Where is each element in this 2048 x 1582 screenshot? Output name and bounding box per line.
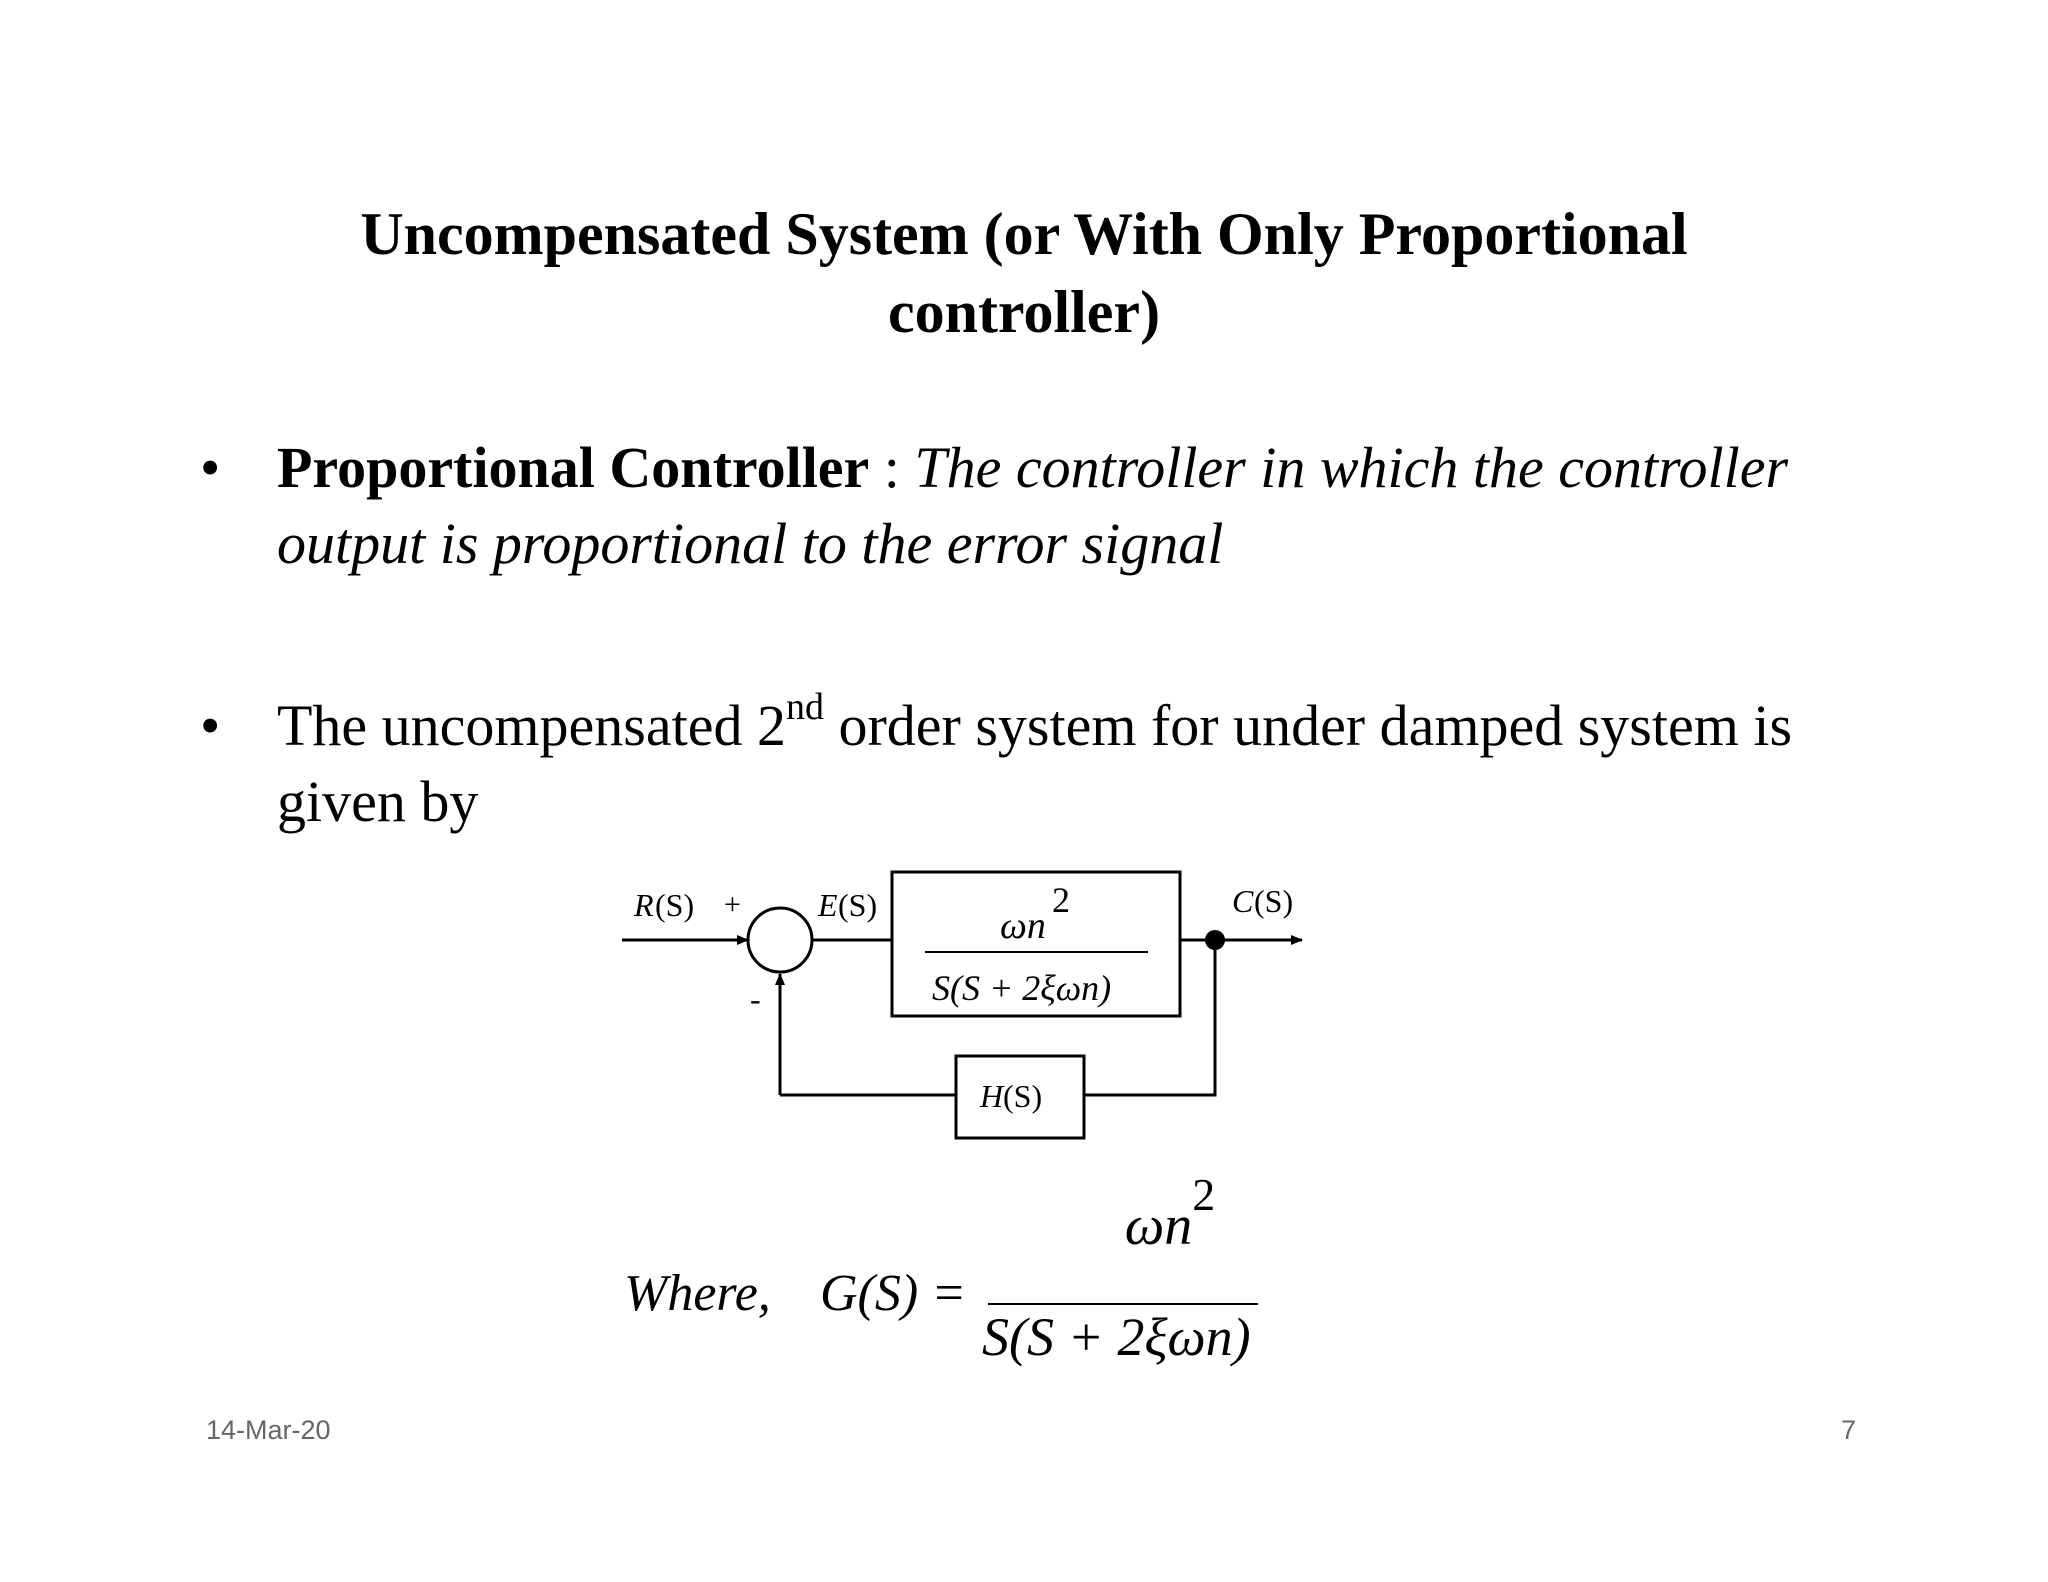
equation-numerator: ωn2 bbox=[1070, 1172, 1270, 1258]
where-label: Where, bbox=[624, 1265, 771, 1322]
equation-denominator: S(S + 2ξωn) bbox=[982, 1307, 1251, 1367]
bullet-definition: The controller in which the controller o… bbox=[277, 435, 1789, 576]
output-label-rest: (S) bbox=[1254, 883, 1293, 919]
equation-numerator-exponent: 2 bbox=[1192, 1169, 1216, 1221]
transfer-function-equation: Where, G(S) = ωn2 S(S + 2ξωn) bbox=[620, 1172, 1280, 1390]
feedback-block bbox=[954, 1054, 1086, 1140]
forward-numerator-exponent: 2 bbox=[1052, 880, 1070, 920]
feedback-label-rest: (S) bbox=[1003, 1078, 1042, 1114]
bullet-text-before: The uncompensated 2 bbox=[277, 693, 786, 758]
bullet-superscript: nd bbox=[785, 685, 824, 728]
feedback-return-line bbox=[1084, 940, 1217, 1097]
bullet-proportional-controller: • Proportional Controller : The controll… bbox=[200, 430, 1880, 582]
title-line-2: controller) bbox=[887, 279, 1161, 345]
bullet-dot: • bbox=[200, 693, 221, 758]
bullet-separator: : bbox=[869, 435, 915, 500]
equation-numerator-text: ωn bbox=[1124, 1195, 1193, 1257]
equation-fraction-bar bbox=[988, 1303, 1258, 1305]
bullet-term: Proportional Controller bbox=[277, 435, 870, 500]
bullet-uncompensated-system: • The uncompensated 2nd order system for… bbox=[200, 688, 1880, 840]
title-line-1: Uncompensated System (or With Only Propo… bbox=[360, 201, 1688, 267]
forward-numerator: ωn bbox=[1000, 905, 1046, 947]
error-label-italic: E bbox=[817, 887, 838, 923]
output-label-italic: C bbox=[1232, 883, 1254, 919]
summing-junction bbox=[746, 906, 814, 974]
bullet-text: Proportional Controller : The controller… bbox=[277, 430, 1880, 582]
bullet-dot: • bbox=[200, 435, 221, 500]
forward-block bbox=[890, 870, 1182, 1018]
forward-denominator: S(S + 2ξωn) bbox=[932, 968, 1111, 1008]
equation-lhs: G(S) = bbox=[820, 1264, 966, 1323]
bullet-text-after: order system for under damped system is … bbox=[277, 693, 1793, 834]
equation-lhs-text: G(S) = bbox=[820, 1265, 967, 1322]
plus-sign: + bbox=[724, 888, 741, 921]
footer-date: 14-Mar-20 bbox=[206, 1415, 331, 1445]
input-label-rest: (S) bbox=[655, 887, 694, 923]
feedback-label-italic: H bbox=[979, 1078, 1005, 1114]
bullet-text: The uncompensated 2nd order system for u… bbox=[277, 688, 1880, 840]
page-number: 7 bbox=[1840, 1415, 1856, 1445]
error-label-rest: (S) bbox=[838, 887, 877, 923]
slide-title: Uncompensated System (or With Only Propo… bbox=[0, 195, 2048, 351]
input-label-italic: R bbox=[633, 887, 654, 923]
minus-sign: - bbox=[750, 981, 761, 1017]
block-diagram: ωn 2 S(S + 2ξωn) H (S) R (S) + - E (S) C… bbox=[620, 870, 1320, 1150]
